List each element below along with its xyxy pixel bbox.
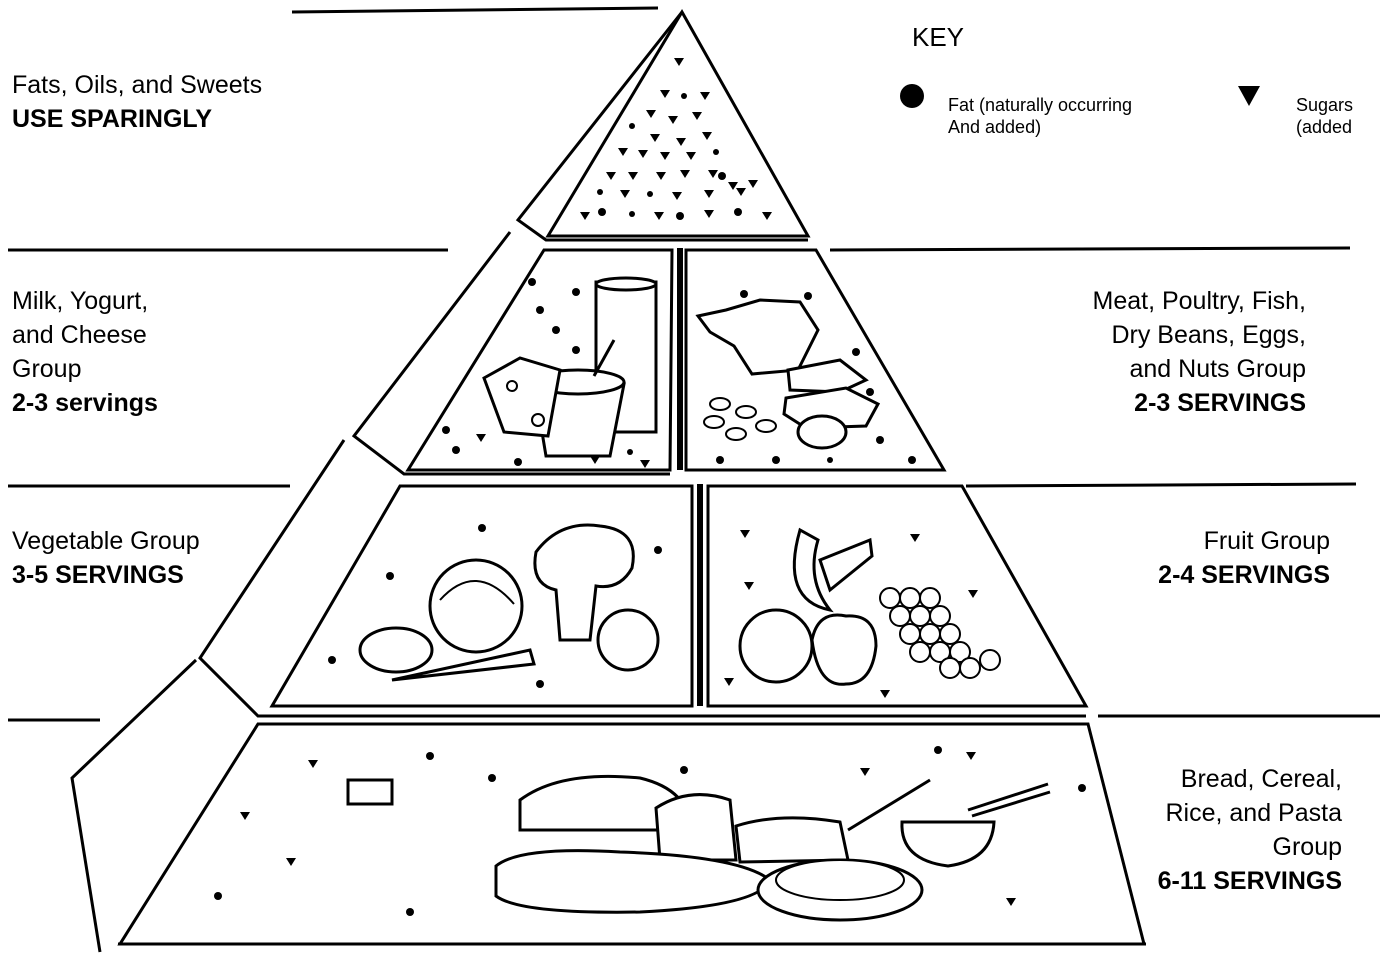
label-meat: Meat, Poultry, Fish, Dry Beans, Eggs, an… (1093, 284, 1307, 420)
tier-4-side (72, 660, 196, 952)
meat-symbols (698, 290, 916, 464)
key-fat-label: Fat (naturally occurring And added) (948, 94, 1132, 138)
tier-fats-face (548, 12, 808, 236)
divider-tier2-right (830, 248, 1350, 250)
label-fruit: Fruit Group 2-4 SERVINGS (1158, 524, 1330, 592)
divider-tier3-right (966, 484, 1356, 486)
fats-symbols (580, 58, 772, 220)
label-fats: Fats, Oils, and Sweets USE SPARINGLY (12, 68, 262, 136)
key-title: KEY (912, 22, 964, 53)
key-fat-dot (900, 84, 924, 108)
label-vegetable: Vegetable Group 3-5 SERVINGS (12, 524, 200, 592)
fruit-symbols (724, 530, 1000, 698)
key-sugar-label: Sugars (added (1296, 94, 1353, 138)
label-bread: Bread, Cereal, Rice, and Pasta Group 6-1… (1158, 762, 1342, 898)
divider-top-left (292, 8, 658, 12)
label-milk: Milk, Yogurt, and Cheese Group 2-3 servi… (12, 284, 158, 420)
key-sugar-triangle (1238, 86, 1260, 106)
vegetable-symbols (328, 524, 662, 688)
bread-symbols (214, 746, 1086, 920)
milk-symbols (442, 278, 656, 468)
